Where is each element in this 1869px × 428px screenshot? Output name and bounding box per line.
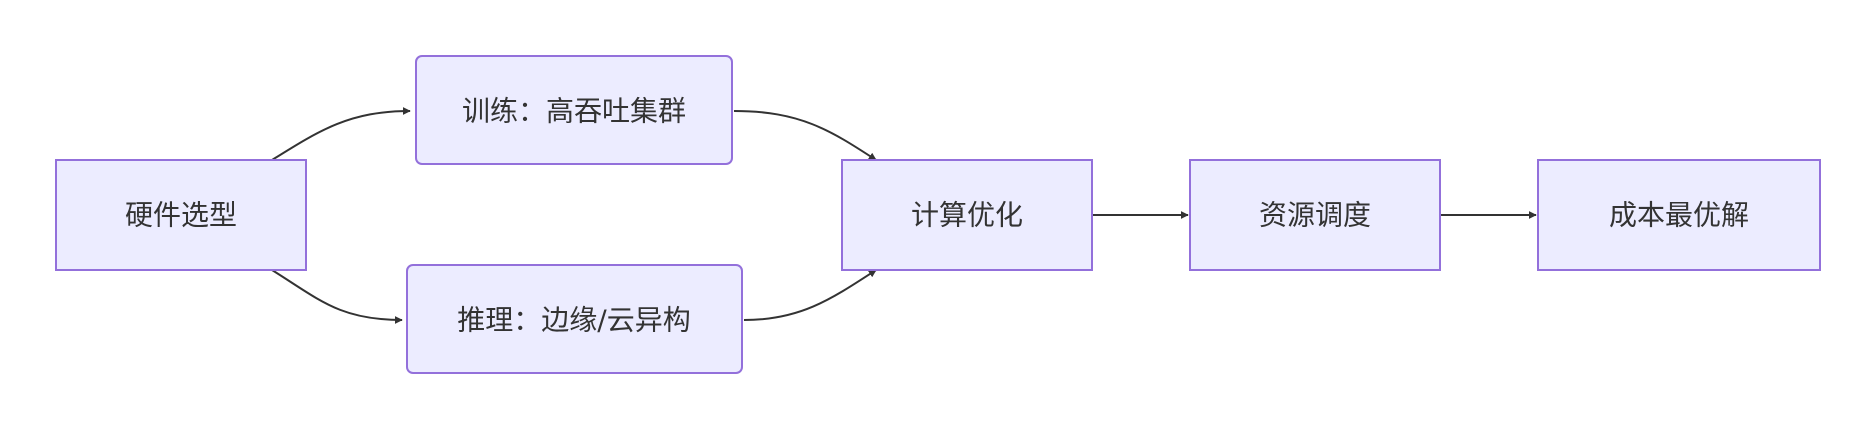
node-inference-hetero-label: 推理：边缘/云异构	[457, 304, 690, 337]
edge-hardware-to-training	[271, 107, 411, 161]
node-compute-optimization: 计算优化	[841, 159, 1093, 271]
edge-inference-to-compute	[743, 269, 877, 321]
edge-hardware-to-inference	[271, 269, 403, 324]
node-resource-scheduling: 资源调度	[1189, 159, 1441, 271]
node-inference-hetero: 推理：边缘/云异构	[406, 264, 743, 374]
node-hardware-selection-label: 硬件选型	[125, 199, 237, 232]
node-cost-optimal-label: 成本最优解	[1609, 199, 1749, 232]
node-compute-optimization-label: 计算优化	[911, 199, 1023, 232]
node-training-cluster-label: 训练：高吞吐集群	[462, 95, 686, 128]
node-training-cluster: 训练：高吞吐集群	[415, 55, 733, 165]
edge-training-to-compute	[733, 110, 877, 161]
node-cost-optimal: 成本最优解	[1537, 159, 1821, 271]
node-hardware-selection: 硬件选型	[55, 159, 307, 271]
node-resource-scheduling-label: 资源调度	[1259, 199, 1371, 232]
